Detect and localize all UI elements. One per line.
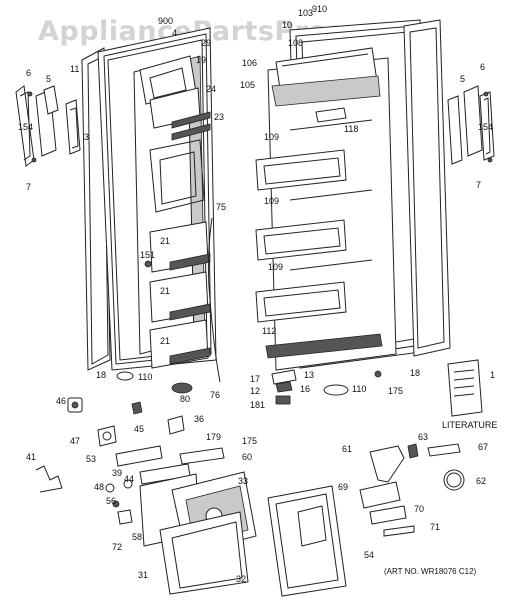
fresh-food-handle-parts — [447, 85, 495, 165]
callout-33: 33 — [238, 476, 248, 486]
callout-21: 21 — [160, 336, 170, 346]
callout-16: 16 — [300, 384, 310, 394]
callout-32: 32 — [236, 574, 246, 584]
freezer-door-assembly — [81, 27, 221, 394]
callout-118: 118 — [344, 124, 358, 134]
callout-109: 109 — [268, 262, 283, 272]
callout-60: 60 — [242, 452, 252, 462]
callout-31: 31 — [138, 570, 148, 580]
callout-109: 109 — [264, 196, 279, 206]
callout-54: 54 — [364, 550, 374, 560]
callout-181: 181 — [250, 400, 265, 410]
callout-29: 29 — [201, 38, 211, 48]
callout-108: 108 — [288, 38, 303, 48]
callout-154: 154 — [478, 122, 493, 132]
callout-112: 112 — [262, 326, 276, 336]
callout-46: 46 — [56, 396, 66, 406]
callout-106: 106 — [242, 58, 257, 68]
literature-label: LITERATURE — [442, 420, 497, 430]
callout-6: 6 — [480, 62, 485, 72]
callout-76: 76 — [210, 390, 220, 400]
callout-11: 11 — [70, 64, 79, 74]
callout-53: 53 — [86, 454, 96, 464]
callout-1: 1 — [490, 370, 495, 380]
callout-61: 61 — [342, 444, 352, 454]
callout-910: 910 — [312, 4, 327, 14]
callout-47: 47 — [70, 436, 80, 446]
callout-58: 58 — [132, 532, 142, 542]
callout-39: 39 — [112, 468, 122, 478]
callout-63: 63 — [418, 432, 428, 442]
callout-10: 10 — [282, 20, 292, 30]
callout-4: 4 — [172, 28, 177, 38]
callout-110: 110 — [352, 384, 366, 394]
callout-175: 175 — [388, 386, 403, 396]
callout-45: 45 — [134, 424, 144, 434]
callout-151: 151 — [140, 250, 155, 260]
callout-56: 56 — [106, 496, 116, 506]
literature-booklet: LITERATURE — [442, 359, 497, 430]
callout-179: 179 — [206, 432, 221, 442]
freezer-handle-parts — [15, 85, 81, 167]
callout-75: 75 — [216, 202, 226, 212]
callout-154: 154 — [18, 122, 33, 132]
callout-7: 7 — [476, 180, 481, 190]
callout-23: 23 — [214, 112, 224, 122]
callout-105: 105 — [240, 80, 255, 90]
callout-62: 62 — [476, 476, 486, 486]
callout-44: 44 — [124, 474, 134, 484]
callout-19: 19 — [196, 55, 206, 65]
callout-900: 900 — [158, 16, 173, 26]
callout-175: 175 — [242, 436, 257, 446]
callout-5: 5 — [460, 74, 465, 84]
callout-18: 18 — [96, 370, 106, 380]
callout-7: 7 — [26, 182, 31, 192]
callout-labels: 9009101031029419108106105118242310910910… — [18, 4, 495, 584]
callout-109: 109 — [264, 132, 279, 142]
art-number: (ART NO. WR18076 C12) — [384, 567, 477, 576]
callout-6: 6 — [26, 68, 31, 78]
callout-71: 71 — [430, 522, 440, 532]
callout-103: 103 — [298, 8, 313, 18]
callout-13: 13 — [304, 370, 314, 380]
callout-21: 21 — [160, 236, 170, 246]
callout-67: 67 — [478, 442, 488, 452]
callout-70: 70 — [414, 504, 424, 514]
callout-69: 69 — [338, 482, 348, 492]
callout-36: 36 — [194, 414, 204, 424]
center-hardware — [271, 369, 382, 405]
fresh-food-door-assembly — [255, 19, 451, 371]
dispenser-parts — [35, 397, 465, 597]
callout-17: 17 — [250, 374, 260, 384]
callout-12: 12 — [250, 386, 260, 396]
callout-3: 3 — [84, 132, 89, 142]
callout-18: 18 — [410, 368, 420, 378]
callout-41: 41 — [26, 452, 36, 462]
callout-24: 24 — [206, 84, 216, 94]
callout-72: 72 — [112, 542, 122, 552]
callout-5: 5 — [46, 74, 51, 84]
callout-110: 110 — [138, 372, 152, 382]
callout-80: 80 — [180, 394, 190, 404]
callout-21: 21 — [160, 286, 170, 296]
callout-48: 48 — [94, 482, 104, 492]
